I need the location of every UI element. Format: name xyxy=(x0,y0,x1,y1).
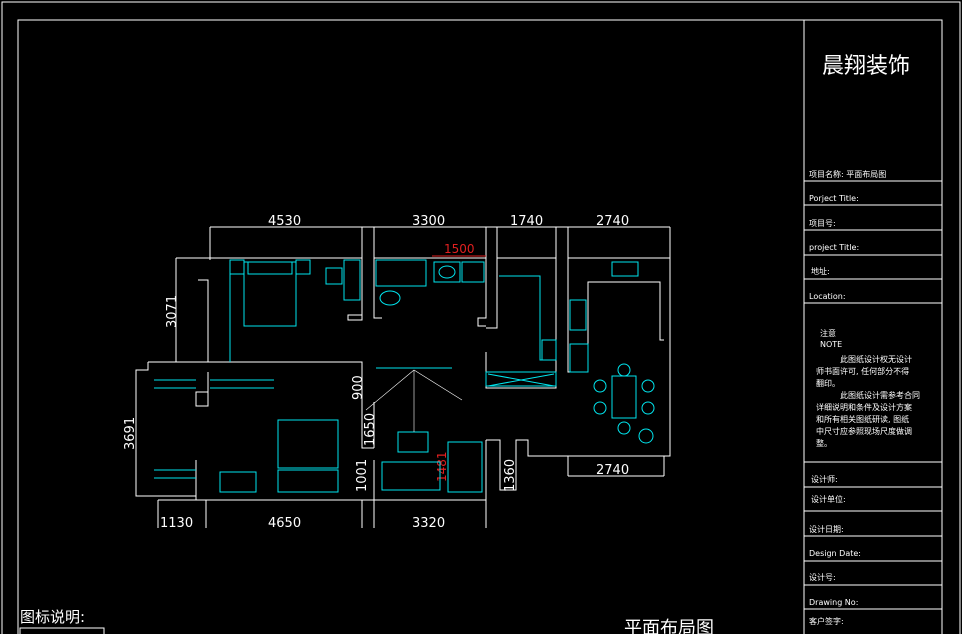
coffee-table xyxy=(397,431,429,453)
note-title: 注意 xyxy=(820,328,836,338)
note-line-8: 整。 xyxy=(816,438,832,448)
dim-bottom-3: 3320 xyxy=(412,516,445,531)
red-dimension-box xyxy=(447,441,483,493)
dim-top-3: 1740 xyxy=(510,214,543,229)
furniture xyxy=(154,259,655,493)
sofa xyxy=(447,441,483,493)
company-name: 晨翔装饰 xyxy=(822,54,910,79)
walls xyxy=(135,257,671,501)
dim-inner-4: 1360 xyxy=(503,459,518,492)
washbasin-cabinet xyxy=(433,261,461,283)
bed-pillows xyxy=(247,261,293,275)
dim-top-4: 2740 xyxy=(596,214,629,229)
dining-table xyxy=(611,375,637,419)
stove xyxy=(611,261,639,277)
tb-drawing-no: 设计号: xyxy=(809,572,836,582)
dim-top-red: 1500 xyxy=(444,242,475,256)
tb-design-unit: 设计单位: xyxy=(811,494,846,504)
desk xyxy=(343,259,361,301)
note-line-3: 翻印。 xyxy=(816,379,840,388)
wardrobe xyxy=(219,471,257,493)
tb-row-address: 地址: xyxy=(811,266,830,276)
bedside-table-left xyxy=(229,259,245,275)
bedroom-desk xyxy=(277,469,339,493)
washbasin xyxy=(438,265,456,279)
bedside-table-right xyxy=(295,259,311,275)
washing-machine xyxy=(461,261,485,283)
dimension-lines xyxy=(135,226,671,528)
dim-top-2: 3300 xyxy=(412,214,445,229)
tb-designer: 设计师: xyxy=(811,474,838,484)
tb-design-date-en: Design Date: xyxy=(809,549,861,558)
note-line-1: 此图纸设计权无设计 xyxy=(840,354,912,364)
tb-row-project-title: Porject Title: xyxy=(809,194,859,203)
tb-client-signature: 客户签字: xyxy=(809,616,844,626)
dim-inner-3: 1001 xyxy=(355,459,370,492)
dim-inner-red: 1481 xyxy=(435,451,449,482)
dim-bottom-4: 2740 xyxy=(596,463,629,478)
fridge xyxy=(569,343,589,373)
cabinet-entry xyxy=(541,339,557,361)
dim-bottom-2: 4650 xyxy=(268,516,301,531)
note-line-2: 师书面许可, 任何部分不得 xyxy=(816,366,909,376)
tb-row-project-no: 项目号: xyxy=(809,219,836,228)
dim-left-2: 3691 xyxy=(123,417,138,450)
single-bed xyxy=(277,419,339,469)
note-line-4: 此图纸设计需参考合同 xyxy=(840,390,920,400)
tb-row-project-name: 项目名称: 平面布局图 xyxy=(809,169,886,179)
note-line-5: 详细说明和条件及设计方案 xyxy=(816,402,912,412)
tb-design-date: 设计日期: xyxy=(809,524,844,534)
tb-row-project-title-2: project Title: xyxy=(809,243,859,252)
drawing-border-inner xyxy=(17,19,943,634)
title-block: 晨翔装饰 项目名称: 平面布局图 Porject Title: 项目号: pro… xyxy=(803,20,942,634)
tv-cabinet xyxy=(381,461,441,491)
dim-left-1: 3071 xyxy=(165,295,180,328)
note-line-6: 和所有相关图纸研读, 图纸 xyxy=(816,414,909,424)
plan-title: 平面布局图 xyxy=(624,618,714,634)
tb-row-location: Location: xyxy=(809,292,846,301)
note-title-en: NOTE xyxy=(820,340,842,349)
toilet xyxy=(379,290,401,306)
tb-drawing-no-en: Drawing No: xyxy=(809,598,858,607)
cabinet-hall xyxy=(485,371,557,387)
double-bed xyxy=(243,261,297,327)
dim-inner-1: 900 xyxy=(351,375,366,400)
dim-top-1: 4530 xyxy=(268,214,301,229)
kitchen-sink xyxy=(569,299,587,331)
plant xyxy=(638,428,654,444)
ceiling-lamp xyxy=(365,369,463,432)
chair xyxy=(325,267,343,285)
dim-inner-2: 1650 xyxy=(363,413,378,446)
note-line-7: 中尺寸应参照现场尺度做调 xyxy=(816,426,912,436)
legend-swatch xyxy=(19,627,105,634)
legend-label: 图标说明: xyxy=(20,608,85,626)
dim-bottom-1: 1130 xyxy=(160,516,193,531)
bathtub xyxy=(375,259,427,287)
